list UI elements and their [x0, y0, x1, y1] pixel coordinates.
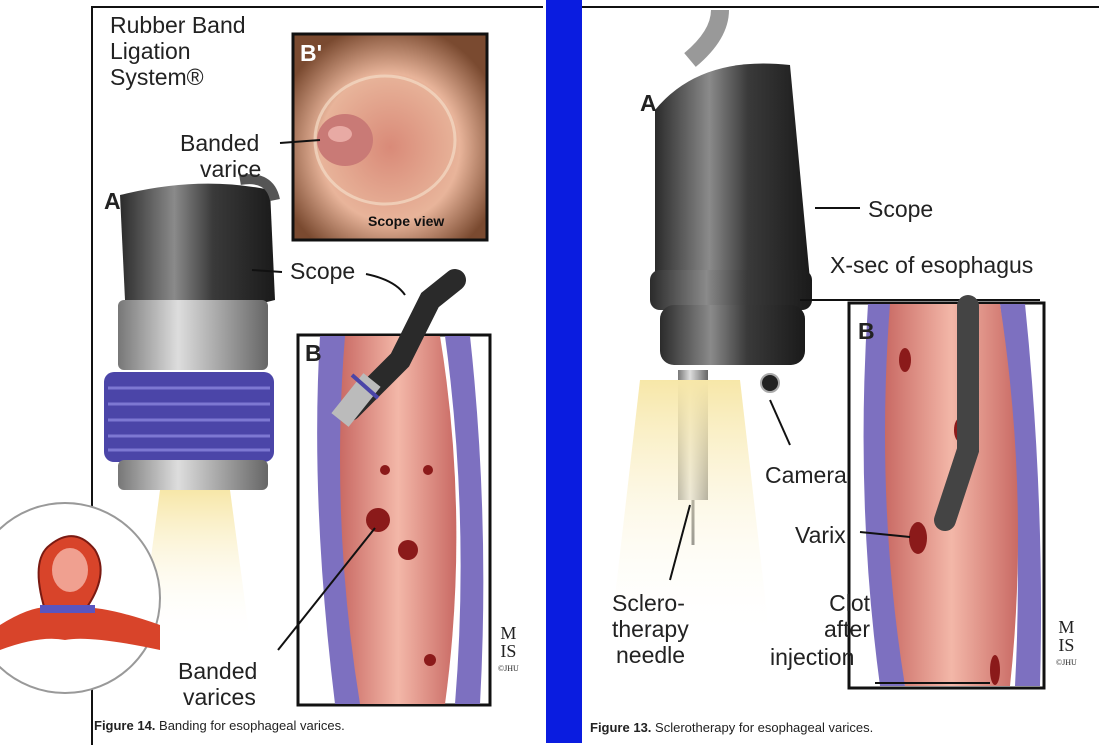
title-line-2: Ligation [110, 38, 191, 64]
clot-line-1: Clot [810, 590, 870, 616]
panel-a-left: A [104, 188, 121, 214]
clot-line-2: after [810, 616, 870, 642]
camera-label: Camera [765, 462, 847, 488]
inset-label: B' [300, 40, 322, 66]
caption-left: Figure 14. Banding for esophageal varice… [94, 718, 345, 733]
panel-b-left: B [305, 340, 322, 366]
banded-varice-line-1: Banded [180, 130, 259, 156]
banded-varices-line-2: varices [183, 684, 256, 710]
panel-a-right: A [640, 90, 657, 116]
banded-varice-line-2: varice [200, 156, 261, 182]
scope-label-left: Scope [290, 258, 355, 284]
caption-left-text: Banding for esophageal varices. [155, 718, 344, 733]
title-line-1: Rubber Band [110, 12, 246, 38]
caption-left-figure: Figure 14. [94, 718, 155, 733]
panel-b-right: B [858, 318, 875, 344]
logo-m: M [498, 624, 519, 642]
varix-label: Varix [795, 522, 846, 548]
jhu-logo-right: M IS ©JHU [1056, 618, 1077, 672]
logo-is-right: IS [1056, 636, 1077, 654]
logo-is: IS [498, 642, 519, 660]
banded-varices-line-1: Banded [178, 658, 257, 684]
needle-line-1: Sclero- [612, 590, 685, 616]
band-detail-circle [0, 503, 160, 693]
caption-right-text: Sclerotherapy for esophageal varices. [651, 720, 873, 735]
caption-right: Figure 13. Sclerotherapy for esophageal … [590, 720, 873, 735]
jhu-logo-left: M IS ©JHU [498, 624, 519, 678]
title-line-3: System® [110, 64, 204, 90]
needle-line-2: therapy [612, 616, 689, 642]
caption-right-figure: Figure 13. [590, 720, 651, 735]
scope-pointer-b [366, 274, 405, 295]
clot-line-3: injection [770, 644, 854, 670]
scope-view-label: Scope view [368, 208, 444, 234]
logo-m-right: M [1056, 618, 1077, 636]
xsec-label: X-sec of esophagus [830, 252, 1033, 278]
needle-line-3: needle [616, 642, 685, 668]
logo-copyright: ©JHU [498, 660, 519, 678]
camera-pointer [770, 400, 790, 445]
logo-copyright-right: ©JHU [1056, 654, 1077, 672]
scope-label-right: Scope [868, 196, 933, 222]
banding-cross-section [298, 280, 490, 705]
